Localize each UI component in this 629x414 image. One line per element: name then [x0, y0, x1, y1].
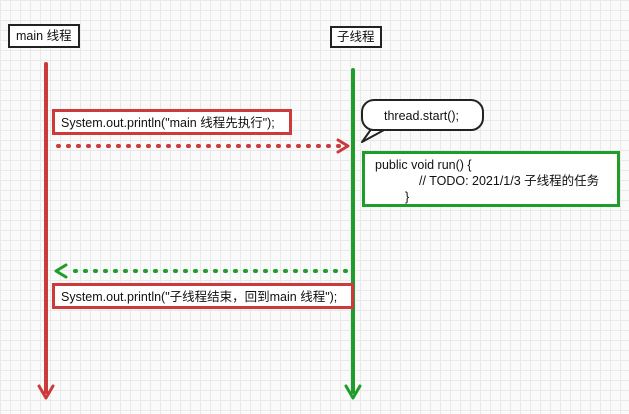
child-thread-label: 子线程 [337, 30, 375, 44]
thread-start-text: thread.start(); [384, 109, 460, 123]
thread-start-bubble: thread.start(); [361, 99, 484, 131]
main-thread-label: main 线程 [16, 29, 72, 43]
back-print-box: System.out.println("子线程结束，回到main 线程"); [52, 283, 354, 309]
child-lifeline-arrowhead [344, 384, 362, 400]
main-print-box: System.out.println("main 线程先执行"); [52, 109, 292, 135]
return-arrow-head [54, 263, 68, 279]
run-method-signature: public void run() { [375, 158, 472, 172]
main-lifeline-arrowhead [37, 384, 55, 400]
run-method-box: public void run() { // TODO: 2021/1/3 子线… [362, 151, 620, 207]
main-thread-header: main 线程 [8, 24, 80, 48]
child-thread-header: 子线程 [330, 26, 382, 48]
bubble-tail [361, 127, 385, 143]
main-print-text: System.out.println("main 线程先执行"); [61, 116, 275, 130]
start-arrow-head [336, 138, 350, 154]
run-method-todo: // TODO: 2021/1/3 子线程的任务 [419, 174, 600, 188]
back-print-text: System.out.println("子线程结束，回到main 线程"); [61, 290, 338, 304]
run-method-close: } [405, 190, 410, 204]
